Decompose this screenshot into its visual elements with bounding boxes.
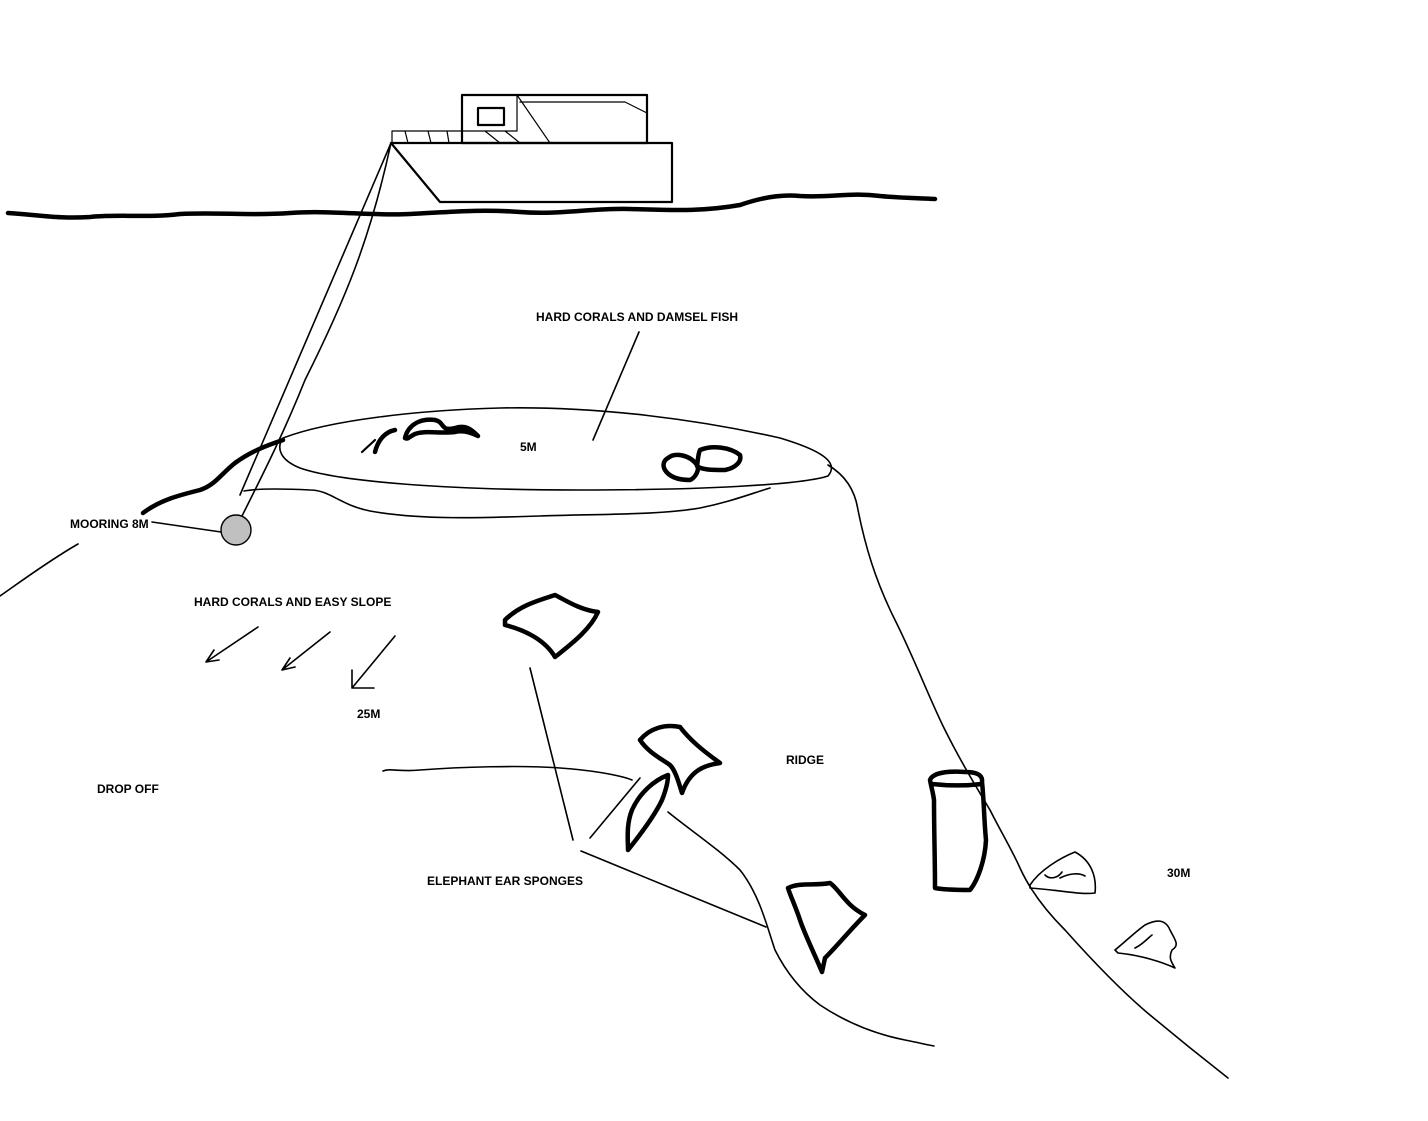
boat — [389, 93, 674, 204]
coral-cluster-1 — [372, 417, 481, 455]
sponge-leader-3 — [580, 850, 767, 928]
mooring-buoy — [220, 514, 252, 546]
label-mooring: MOORING 8M — [70, 517, 149, 531]
sponge-small-1 — [1029, 851, 1097, 895]
coral-cluster-2 — [661, 445, 743, 483]
label-hard-corals-slope: HARD CORALS AND EASY SLOPE — [194, 595, 392, 609]
reef-left-slope — [140, 437, 286, 516]
boat-cabin-detail — [461, 94, 648, 144]
ridge-lower-profile — [667, 811, 935, 1047]
sponge-leader-1 — [529, 667, 574, 841]
water-surface-line — [5, 192, 938, 220]
label-ridge: RIDGE — [786, 753, 825, 767]
sponge-2 — [637, 723, 723, 796]
label-30m: 30M — [1167, 866, 1191, 880]
coral-branch — [360, 438, 377, 454]
boat-cabin — [460, 93, 649, 145]
reef-right-wall — [827, 464, 1229, 1079]
boat-rail — [391, 130, 463, 144]
label-hard-corals-damsel: HARD CORALS AND DAMSEL FISH — [536, 310, 739, 324]
boat-hull — [389, 141, 674, 204]
label-drop-off: DROP OFF — [97, 782, 159, 796]
reef-plateau-outline — [279, 407, 833, 491]
sponge-3 — [625, 772, 671, 853]
mooring-line — [239, 142, 392, 519]
sponge-small-2 — [1114, 920, 1177, 969]
slope-arrow-2 — [281, 631, 331, 671]
sponge-4 — [785, 880, 868, 975]
damsel-label-leader — [592, 331, 640, 441]
sponge-leader-2 — [589, 777, 641, 839]
label-25m: 25M — [357, 707, 381, 721]
sponge-5 — [927, 769, 989, 893]
slope-arrows — [205, 626, 396, 689]
label-elephant-ear: ELEPHANT EAR SPONGES — [427, 874, 584, 888]
reef-plateau-lower-edge — [243, 487, 771, 519]
label-5m: 5M — [520, 440, 537, 454]
boat-window — [476, 106, 506, 127]
reef-outer-left — [0, 543, 79, 597]
slope-arrow-3 — [351, 635, 396, 689]
slope-arrow-1 — [205, 626, 259, 663]
sponge-1 — [502, 592, 601, 660]
ridge-ledge — [382, 765, 633, 781]
mooring-label-leader — [151, 521, 222, 533]
